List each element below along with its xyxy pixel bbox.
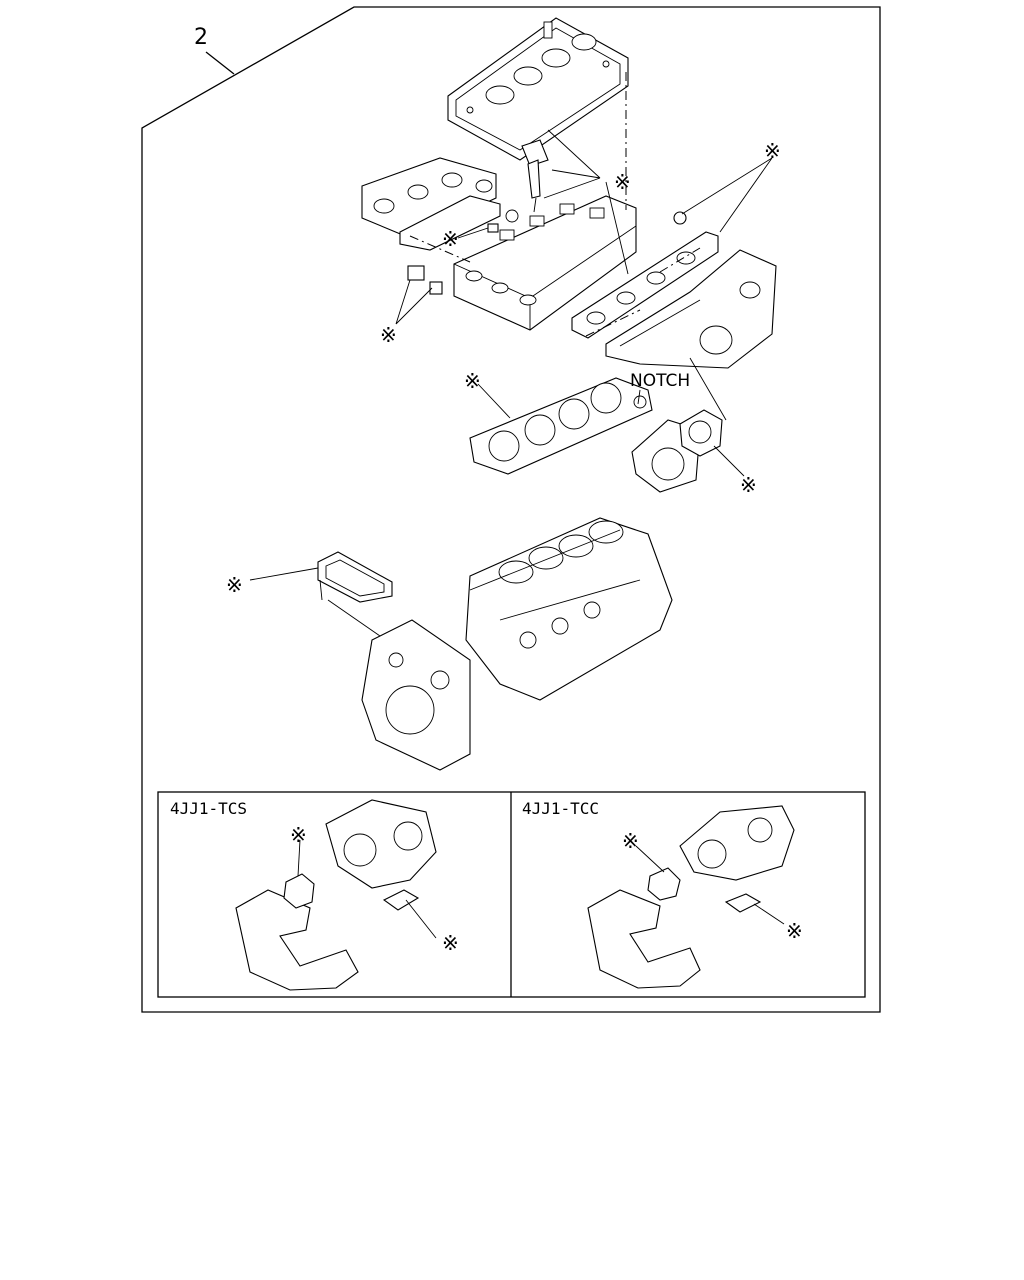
gasket-marker: ※ — [740, 473, 757, 497]
cylinder-block — [465, 517, 673, 701]
marker-leader — [543, 129, 601, 199]
marker-leader — [457, 227, 489, 239]
gasket-marker: ※ — [786, 919, 803, 943]
outlet-gasket-tcs — [382, 889, 420, 911]
marker-leader — [689, 357, 727, 421]
fuel-injector — [521, 139, 549, 213]
gasket-marker: ※ — [442, 931, 459, 955]
item-number-label: 2 — [194, 25, 208, 50]
cylinder-head-gasket — [469, 377, 653, 475]
gasket-marker: ※ — [622, 829, 639, 853]
inset-label-tcs: 4JJ1-TCS — [170, 799, 247, 818]
seal-part — [429, 281, 443, 295]
marker-leader — [327, 599, 381, 637]
gasket-marker: ※ — [380, 323, 397, 347]
marker-leader — [395, 279, 433, 325]
seal-part — [487, 223, 499, 233]
marker-leader — [477, 383, 511, 419]
timing-gear-case — [361, 619, 471, 771]
marker-leader — [681, 157, 773, 233]
diagram-frame — [141, 6, 881, 1013]
alignment-line — [409, 235, 471, 263]
seal-part — [673, 211, 687, 225]
gasket-marker: ※ — [290, 823, 307, 847]
dowel-pin — [319, 579, 323, 601]
marker-leader — [249, 567, 319, 581]
exhaust-pipe-tcc — [587, 889, 701, 989]
marker-leader — [713, 445, 745, 477]
throttle-valve — [631, 409, 723, 493]
turbocharger-tcc — [679, 805, 795, 881]
notch-label: NOTCH — [630, 371, 690, 391]
marker-leader — [635, 845, 785, 925]
exhaust-manifold — [605, 249, 777, 369]
gasket-marker: ※ — [442, 227, 459, 251]
alignment-line — [659, 247, 701, 273]
front-cover-gasket — [317, 551, 393, 603]
outlet-gasket-tcc — [724, 893, 762, 913]
intake-manifold — [361, 157, 501, 251]
marker-leader — [605, 181, 629, 275]
inset-label-tcc: 4JJ1-TCC — [522, 799, 599, 818]
gasket-marker: ※ — [614, 170, 631, 194]
cylinder-head — [453, 195, 637, 331]
item-number-leader — [205, 51, 235, 75]
turbo-gasket-tcc — [647, 867, 681, 901]
marker-leader — [297, 839, 437, 939]
gasket-marker: ※ — [464, 369, 481, 393]
seal-part — [407, 265, 425, 281]
gasket-marker: ※ — [764, 139, 781, 163]
gasket-marker: ※ — [226, 573, 243, 597]
head-cover-gasket — [447, 17, 629, 161]
notch-leader — [637, 389, 641, 405]
turbo-gasket-tcs — [283, 873, 315, 909]
turbocharger-tcs — [325, 799, 437, 889]
exhaust-manifold-gasket — [571, 231, 719, 339]
